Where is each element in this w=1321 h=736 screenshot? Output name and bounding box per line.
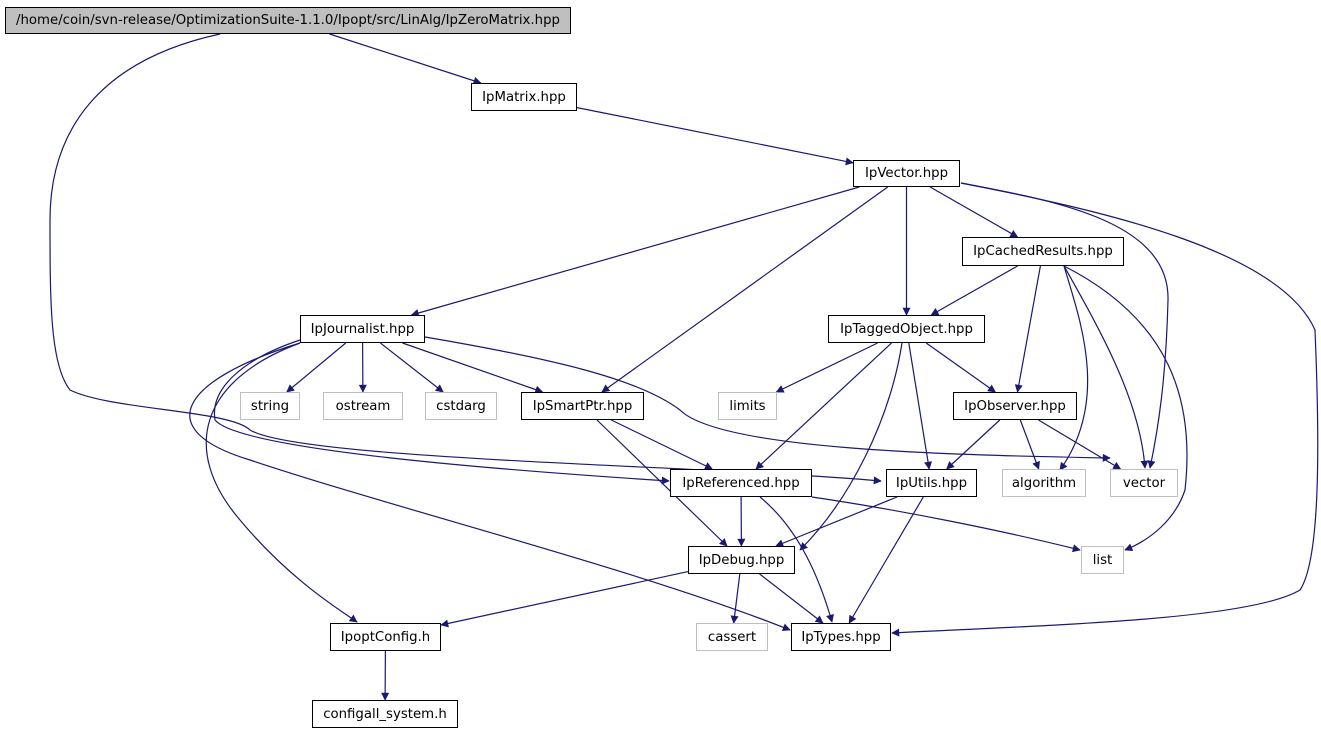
edge-IpTaggedObject-to-limits	[775, 342, 878, 393]
node-ipsmartptr[interactable]: IpSmartPtr.hpp	[521, 392, 644, 420]
node-algorithm: algorithm	[1002, 469, 1086, 497]
node-iptaggedobject[interactable]: IpTaggedObject.hpp	[828, 315, 985, 343]
node-ipoptconfig[interactable]: IpoptConfig.h	[330, 623, 441, 651]
edge-IpReferenced-to-list	[811, 496, 1081, 553]
edge-IpObserver-to-vector	[1038, 419, 1122, 470]
node-ipcachedresults[interactable]: IpCachedResults.hpp	[962, 237, 1124, 266]
node-list: list	[1081, 546, 1124, 574]
edge-IpVector-to-vector	[960, 182, 1169, 469]
edge-IpVector-to-IpCachedResults	[929, 186, 1019, 238]
edge-IpJournalist-to-cstdarg	[380, 342, 444, 393]
edge-IpTaggedObject-to-IpReferenced	[755, 342, 892, 470]
edge-IpCachedResults-to-list	[1063, 265, 1188, 552]
node-ostream: ostream	[323, 392, 403, 420]
node-cassert: cassert	[696, 623, 768, 651]
edge-IpSmartPtr-to-IpDebug	[596, 419, 728, 547]
node-root: /home/coin/svn-release/OptimizationSuite…	[5, 7, 571, 34]
edge-IpCachedResults-to-IpObserver	[1014, 265, 1041, 393]
edge-IpJournalist-to-IpoptConfig	[205, 342, 358, 623]
edge-IpJournalist-to-string	[286, 342, 347, 393]
edge-IpDebug-to-IpTypes	[759, 573, 824, 624]
node-string: string	[240, 392, 300, 420]
edge-IpTaggedObject-to-IpUtils	[908, 342, 932, 470]
edge-IpCachedResults-to-IpTaggedObject	[930, 265, 1018, 316]
edge-root-to-IpUtils	[49, 33, 882, 485]
node-ipvector[interactable]: IpVector.hpp	[853, 160, 960, 187]
edge-IpReferenced-to-IpTypes	[759, 496, 834, 623]
edge-IpTaggedObject-to-IpDebug	[799, 342, 903, 551]
edge-IpVector-to-IpSmartPtr	[601, 186, 889, 393]
edge-IpSmartPtr-to-IpReferenced	[611, 419, 713, 470]
edge-root-to-IpMatrix	[329, 33, 482, 85]
node-ipjournalist[interactable]: IpJournalist.hpp	[300, 315, 425, 343]
edge-IpUtils-to-IpDebug	[775, 496, 898, 548]
node-iptypes[interactable]: IpTypes.hpp	[791, 623, 891, 651]
edge-IpObserver-to-algorithm	[1019, 419, 1040, 470]
node-configall-system[interactable]: configall_system.h	[312, 700, 458, 728]
node-limits: limits	[718, 392, 777, 420]
edge-IpDebug-to-IpoptConfig	[440, 571, 689, 628]
edge-IpDebug-to-cassert	[730, 573, 741, 624]
edge-IpVector-to-IpTypes	[891, 182, 1319, 637]
node-ipobserver[interactable]: IpObserver.hpp	[953, 392, 1077, 420]
edge-IpJournalist-to-vector	[424, 336, 1111, 462]
node-vector: vector	[1110, 469, 1178, 497]
edge-IpTaggedObject-to-IpObserver	[925, 342, 996, 393]
node-cstdarg: cstdarg	[425, 392, 497, 420]
edge-IpJournalist-to-IpSmartPtr	[402, 342, 544, 394]
node-iputils[interactable]: IpUtils.hpp	[886, 469, 977, 497]
edge-IpJournalist-to-IpTypes	[189, 342, 791, 632]
edge-IpMatrix-to-IpVector	[576, 107, 854, 166]
node-ipreferenced[interactable]: IpReferenced.hpp	[670, 469, 812, 497]
node-ipdebug[interactable]: IpDebug.hpp	[688, 546, 795, 574]
edge-IpJournalist-to-IpReferenced	[213, 339, 670, 485]
edge-IpObserver-to-IpUtils	[946, 419, 1001, 470]
edge-IpCachedResults-to-algorithm	[1059, 265, 1089, 471]
edge-IpUtils-to-IpTypes	[848, 496, 924, 624]
node-ipmatrix[interactable]: IpMatrix.hpp	[471, 83, 577, 111]
edge-IpVector-to-IpJournalist	[410, 186, 860, 317]
edge-IpCachedResults-to-vector	[1063, 265, 1149, 469]
